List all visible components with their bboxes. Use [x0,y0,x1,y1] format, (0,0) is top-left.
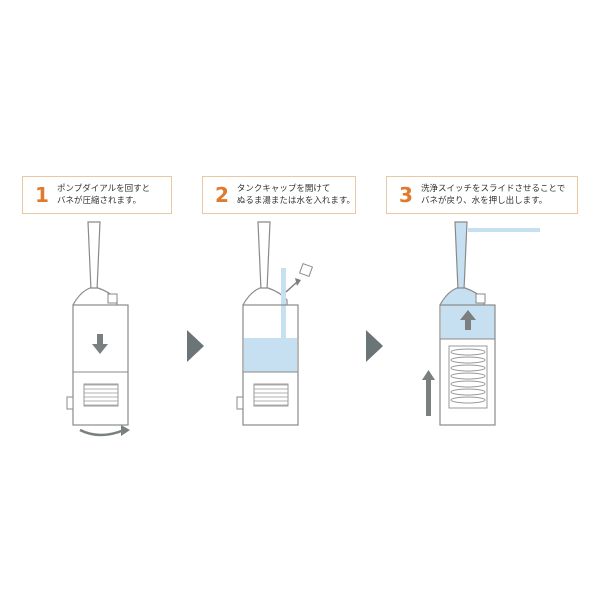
chevron-right-icon [366,330,383,362]
device-3 [422,221,540,426]
down-arrow-icon [92,334,108,354]
up-arrow-icon [460,310,476,330]
slide-up-arrow-icon [422,370,435,416]
step-1-text: ポンプダイアルを回すと バネが圧縮されます。 [57,183,150,207]
step-2-caption: 2 タンクキャップを開けて ぬるま湯または水を入れます。 [202,176,356,214]
step-3-line-1: 洗浄スイッチをスライドさせることで [421,184,566,194]
step-2-line-2: ぬるま湯または水を入れます。 [236,196,355,206]
step-3-text: 洗浄スイッチをスライドさせることで バネが戻り、水を押し出します。 [421,183,565,207]
step-1-number: 1 [35,183,49,207]
step-3-line-2: バネが戻り、水を押し出します。 [421,196,548,206]
step-1-caption: 1 ポンプダイアルを回すと バネが圧縮されます。 [22,176,172,214]
chevron-right-icon [187,330,204,362]
device-1 [66,221,130,437]
step-1-line-2: バネが圧縮されます。 [57,196,142,206]
water-spray [468,228,540,232]
step-1-line-1: ポンプダイアルを回すと [57,184,151,194]
step-3-caption: 3 洗浄スイッチをスライドさせることで バネが戻り、水を押し出します。 [386,176,578,214]
step-2-number: 2 [214,183,229,207]
spring-extended [448,345,488,409]
rotate-arrow-icon [79,425,130,437]
device-2 [236,221,314,426]
step-3-number: 3 [399,183,413,207]
step-2-line-1: タンクキャップを開けて [236,184,331,194]
cap-open-icon [285,262,314,293]
step-2-text: タンクキャップを開けて ぬるま湯または水を入れます。 [237,183,355,207]
